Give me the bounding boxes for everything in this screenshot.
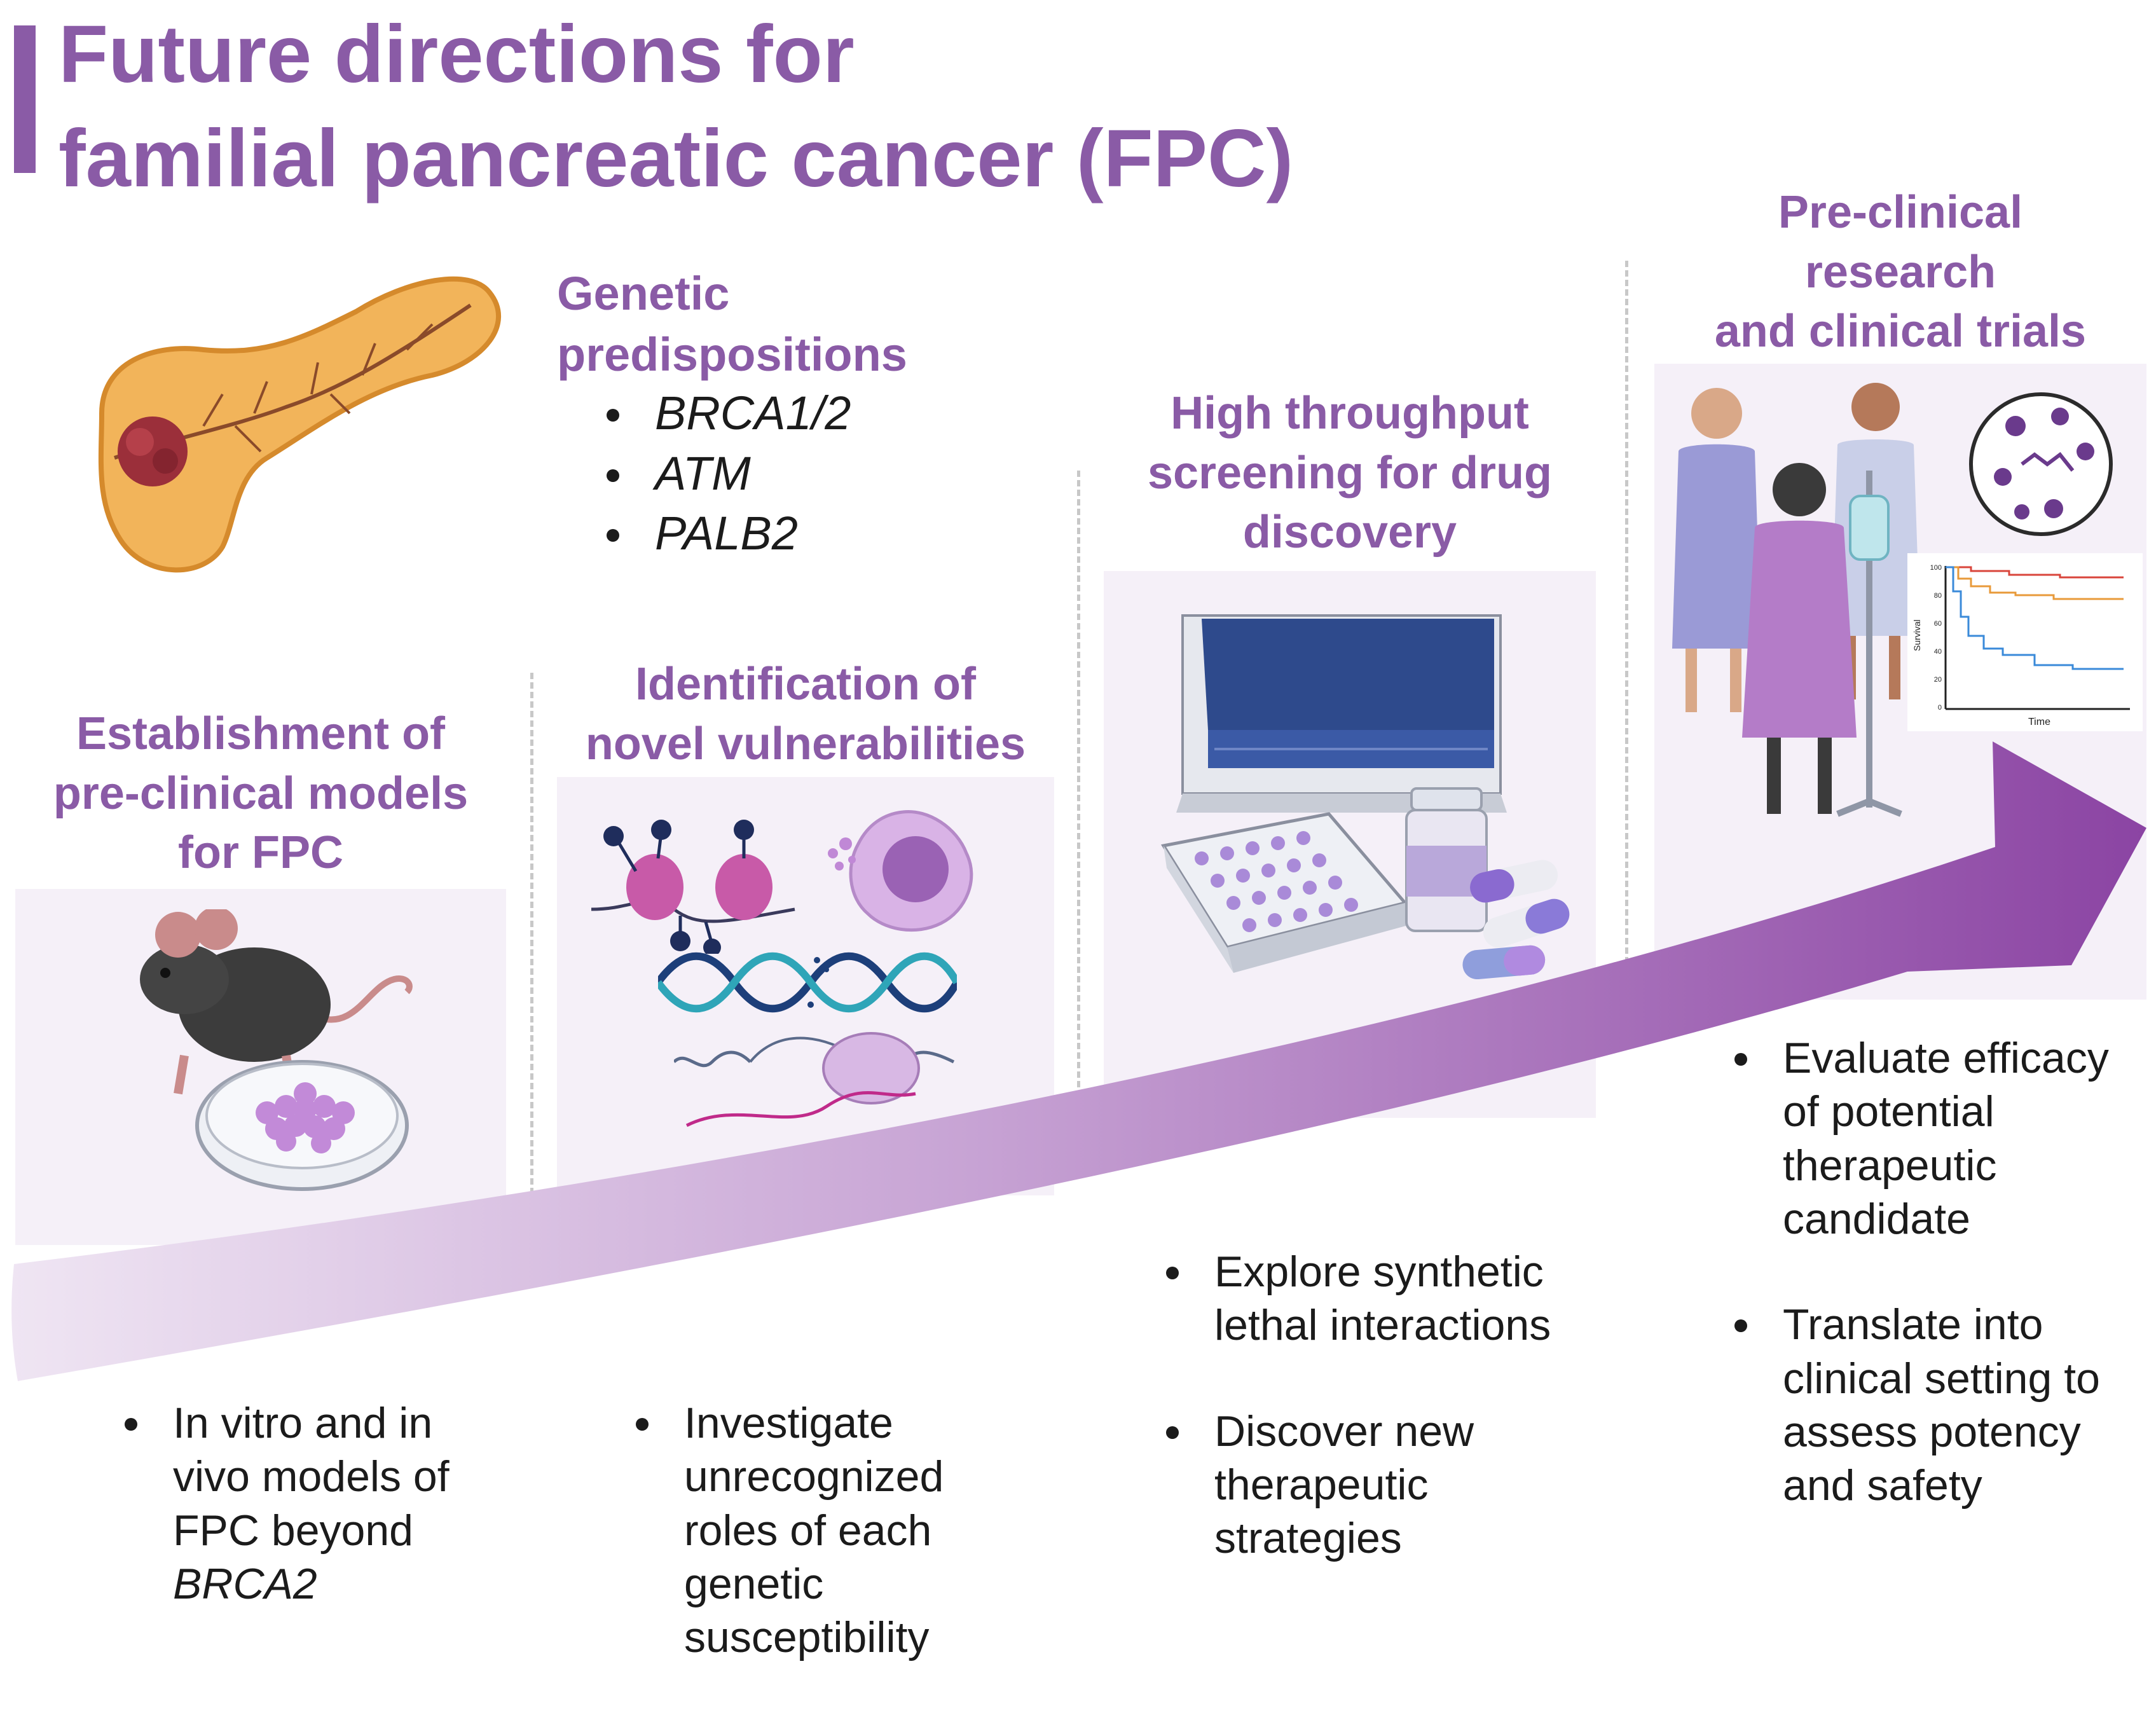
stage1-heading: Establishment of pre-clinical models for… [53, 708, 469, 879]
gene-item: ATM [600, 444, 851, 504]
divider-1 [530, 673, 533, 1232]
survival-curve-icon: Survival Time 100 80 60 40 20 0 [1907, 553, 2143, 731]
bullet-item: Explore synthetic lethal interactions [1160, 1245, 1592, 1352]
stage3-bullets: Explore synthetic lethal interactions Di… [1160, 1245, 1592, 1565]
cell-icon [828, 809, 973, 932]
bullet-item: Evaluate efficacy of potential therapeut… [1728, 1031, 2135, 1246]
gene-list: BRCA1/2 ATM PALB2 [600, 383, 851, 564]
divider-3 [1625, 261, 1628, 992]
bullet-item: In vitro and in vivo models of FPC beyon… [118, 1396, 474, 1611]
gene-item: PALB2 [600, 504, 851, 564]
ytick: 20 [1934, 676, 1942, 684]
dna-helix-icon [658, 952, 957, 1013]
progress-arrow [11, 741, 2147, 1381]
ribosome-icon [674, 1032, 955, 1127]
bullet-item: Translate into clinical setting to asses… [1728, 1298, 2135, 1512]
stage2-bullets: Investigate unrecognized roles of each g… [629, 1396, 1036, 1665]
well-plate-icon [1160, 812, 1408, 973]
petri-dish-icon [195, 1060, 409, 1191]
divider-2 [1077, 471, 1080, 1106]
bullet-item: Discover new therapeutic strategies [1160, 1405, 1592, 1565]
ytick: 40 [1934, 648, 1942, 656]
title-accent-bar [14, 25, 36, 173]
gene-item: BRCA1/2 [600, 383, 851, 444]
bullet-item: Investigate unrecognized roles of each g… [629, 1396, 1036, 1665]
plate-reader-icon [1176, 614, 1507, 813]
ytick: 100 [1930, 564, 1942, 572]
stage2-heading: Identification of novel vulnerabilities [585, 659, 1026, 769]
ytick: 0 [1938, 704, 1942, 712]
patients-icon [1672, 383, 1920, 814]
survival-ylabel: Survival [1912, 619, 1922, 651]
nucleosome-icon [591, 820, 795, 954]
survival-xlabel: Time [2028, 717, 2050, 727]
ytick: 80 [1934, 592, 1942, 600]
ytick: 60 [1934, 620, 1942, 628]
stage1-bullets: In vitro and in vivo models of FPC beyon… [118, 1396, 474, 1611]
stage4-bullets: Evaluate efficacy of potential therapeut… [1728, 1031, 2135, 1513]
iv-drip-icon [1836, 471, 1902, 817]
molecules-icon [1969, 392, 2113, 536]
stage3-heading: High throughput screening for drug disco… [1147, 388, 1553, 558]
page-title: Future directions for familial pancreati… [58, 9, 1294, 204]
genetic-heading: Genetic predispositions [557, 267, 907, 382]
pancreas-tumor-icon [98, 276, 501, 573]
capsule-icon [1462, 860, 1570, 979]
stage4-heading: Pre-clinical research and clinical trial… [1714, 187, 2087, 357]
